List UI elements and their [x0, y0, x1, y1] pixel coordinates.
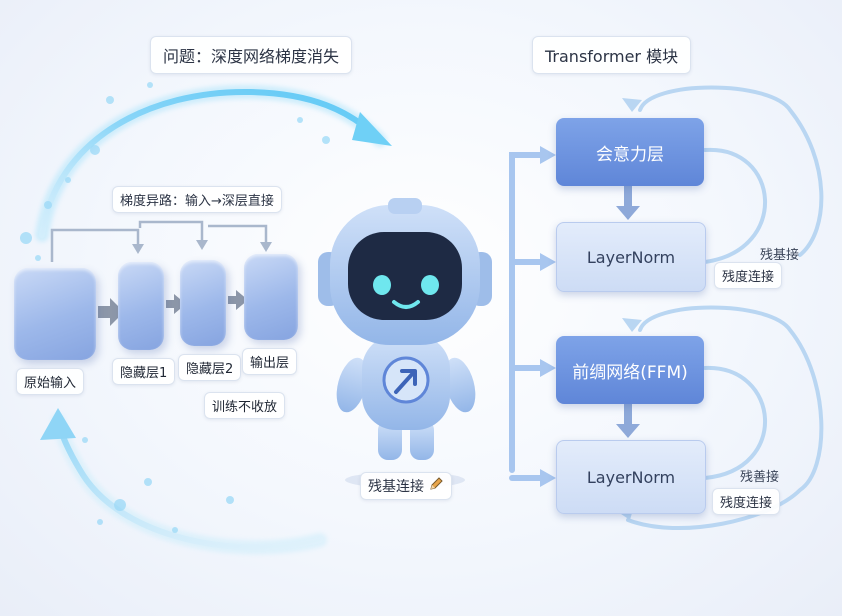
input-layer-cube: [14, 268, 96, 360]
residual-b2-label: 残度连接: [712, 488, 781, 515]
residual-a2-label: 残善接: [740, 470, 780, 485]
layernorm-2-label: LayerNorm: [586, 467, 676, 487]
robot-mascot: [318, 198, 492, 488]
hidden-layer-1-cube: [118, 262, 164, 350]
problem-title: 问题：深度网络梯度消失: [150, 36, 353, 74]
decor-bubbles: [20, 82, 330, 533]
output-layer-label: 输出层: [242, 348, 298, 375]
pencil-icon: [428, 476, 444, 496]
layernorm-2-block: LayerNorm: [556, 440, 706, 514]
skip-connections: [50, 220, 268, 262]
layernorm-1-label: LayerNorm: [586, 247, 676, 267]
ffn-layer-block: 前绸网络(FFM): [556, 336, 704, 404]
arc-arrowhead-top: [352, 112, 392, 146]
forward-arrows: [98, 290, 248, 326]
attention-layer-block: 会意力层: [556, 118, 704, 186]
arrow-up-right-icon: [394, 369, 417, 394]
layernorm-1-block: LayerNorm: [556, 222, 706, 292]
hidden-layer-2-label: 隐藏层2: [178, 354, 242, 381]
attention-layer-label: 会意力层: [596, 144, 664, 165]
gradient-path-tag: 梯度异路：输入→深层直接: [112, 186, 282, 213]
robot-caption: 残基连接: [360, 472, 452, 500]
arc-arrowhead-bottom: [40, 408, 76, 440]
hidden-layer-1-label: 隐藏层1: [112, 358, 176, 385]
block-down-arrows: [616, 186, 640, 438]
input-layer-label: 原始输入: [16, 368, 85, 395]
transformer-title: Transformer 模块: [532, 36, 692, 74]
ffn-layer-label: 前绸网络(FFM): [572, 362, 688, 383]
transformer-bus: [509, 152, 548, 481]
hidden-layer-2-cube: [180, 260, 226, 346]
residual-b1-label: 残度连接: [714, 262, 783, 289]
gradient-arc-bottom: [51, 413, 327, 555]
residual-a1-label: 残基接: [760, 248, 800, 263]
residual-loops: [626, 85, 824, 531]
no-convergence-label: 训练不收放: [204, 392, 286, 419]
robot-caption-text: 残基连接: [368, 479, 424, 495]
gradient-arc-top: [35, 84, 387, 242]
output-layer-cube: [244, 254, 298, 340]
